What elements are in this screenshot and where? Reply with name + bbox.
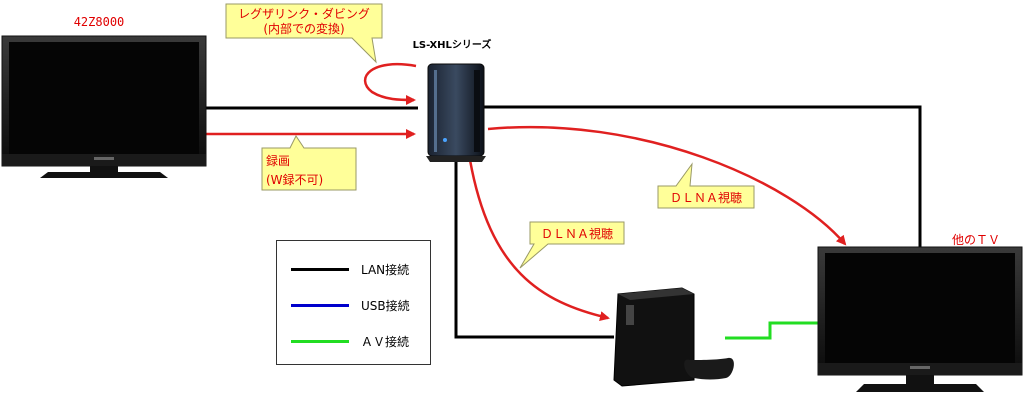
- av-line-ps3-to-tv: [725, 321, 818, 340]
- legacy-dubbing-loop-arrow: [364, 63, 417, 105]
- tv-main-label: 42Z8000: [74, 15, 125, 29]
- lan-line-nas-to-other-tv: [484, 105, 922, 248]
- lan-line-nas-to-ps3: [454, 158, 614, 339]
- callout-legacy-dubbing: レグザリンク・ダビング (内部での変換): [225, 3, 383, 64]
- callout-legacy-dubbing-line1: レグザリンク・ダビング: [238, 6, 370, 21]
- callout-recording-line1: 録画: [266, 153, 290, 168]
- legend-swatch-av: [291, 340, 349, 343]
- nas-device: [426, 63, 486, 162]
- legend-label-usb: USB接続: [361, 299, 410, 313]
- dlna-arrow-to-ps3: [468, 159, 610, 322]
- legend-swatch-usb: [291, 304, 349, 307]
- legend-label-av: ＡＶ接続: [361, 335, 410, 349]
- ps3-controller: [684, 357, 734, 380]
- callout-dlna-to-ps3-text: ＤＬＮＡ視聴: [541, 226, 613, 241]
- legend-row-usb: USB接続: [291, 297, 431, 313]
- tv-main: [1, 35, 207, 178]
- callout-recording-line2: (W録不可): [266, 172, 323, 187]
- dlna-arrow-to-other-tv: [487, 125, 847, 246]
- callout-recording: 録画 (W録不可): [261, 135, 357, 191]
- tv-main-screen: [9, 42, 199, 154]
- callout-dlna-to-tv: ＤＬＮＡ視聴: [657, 162, 755, 209]
- legend-row-av: ＡＶ接続: [291, 333, 431, 349]
- tv-other-screen: [825, 253, 1015, 363]
- tv-other-label: 他のＴＶ: [952, 233, 1000, 247]
- legend-row-lan: LAN接続: [291, 261, 431, 277]
- nas-label: LS-XHLシリーズ: [413, 38, 492, 51]
- callout-legacy-dubbing-line2: (内部での変換): [263, 21, 344, 36]
- lan-connections: [206, 105, 922, 339]
- legend-box: LAN接続 USB接続 ＡＶ接続: [276, 240, 431, 365]
- legend-swatch-lan: [291, 268, 349, 271]
- callout-dlna-to-ps3: ＤＬＮＡ視聴: [519, 221, 625, 269]
- tv-other: [817, 246, 1023, 392]
- legend-label-lan: LAN接続: [361, 263, 410, 277]
- red-arrows: [206, 63, 847, 322]
- ps3-console: [613, 287, 734, 387]
- callout-dlna-to-tv-text: ＤＬＮＡ視聴: [670, 190, 742, 205]
